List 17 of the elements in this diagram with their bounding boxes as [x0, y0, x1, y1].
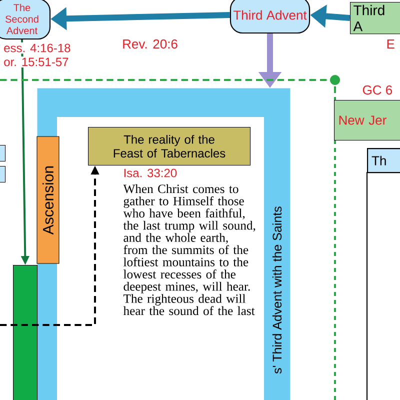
period-box: Th	[366, 148, 400, 400]
scripture-reference: E	[387, 40, 394, 48]
feast-box: The reality of the Feast of Tabernacles	[88, 127, 251, 166]
box	[0, 166, 6, 183]
event-box: Ascension	[36, 136, 60, 264]
reference-label: GC 6	[362, 85, 392, 95]
scripture-reference: ess. 4:16-18	[2, 42, 72, 54]
event-box: Third A	[350, 2, 400, 34]
place-box: New Jer	[334, 100, 400, 141]
advent-box: Third Advent	[230, 0, 310, 34]
body-paragraph: When Christ comes to gather to Himself those who have been faithful, the last trump will sound, and the whole earth, from the summits of the loftiest mountains to the lowest recesses of the deepest mines, will hear. The righteous dead will hear the sound of the last	[123, 184, 256, 316]
advent-box: The Second Advent	[0, 0, 51, 40]
bar	[13, 265, 38, 400]
scripture-reference: or. 15:51-57	[2, 56, 70, 68]
box	[0, 145, 6, 162]
scripture-reference: Isa. 33:20	[124, 168, 177, 178]
edge-label: Rev. 20:6	[120, 38, 180, 50]
